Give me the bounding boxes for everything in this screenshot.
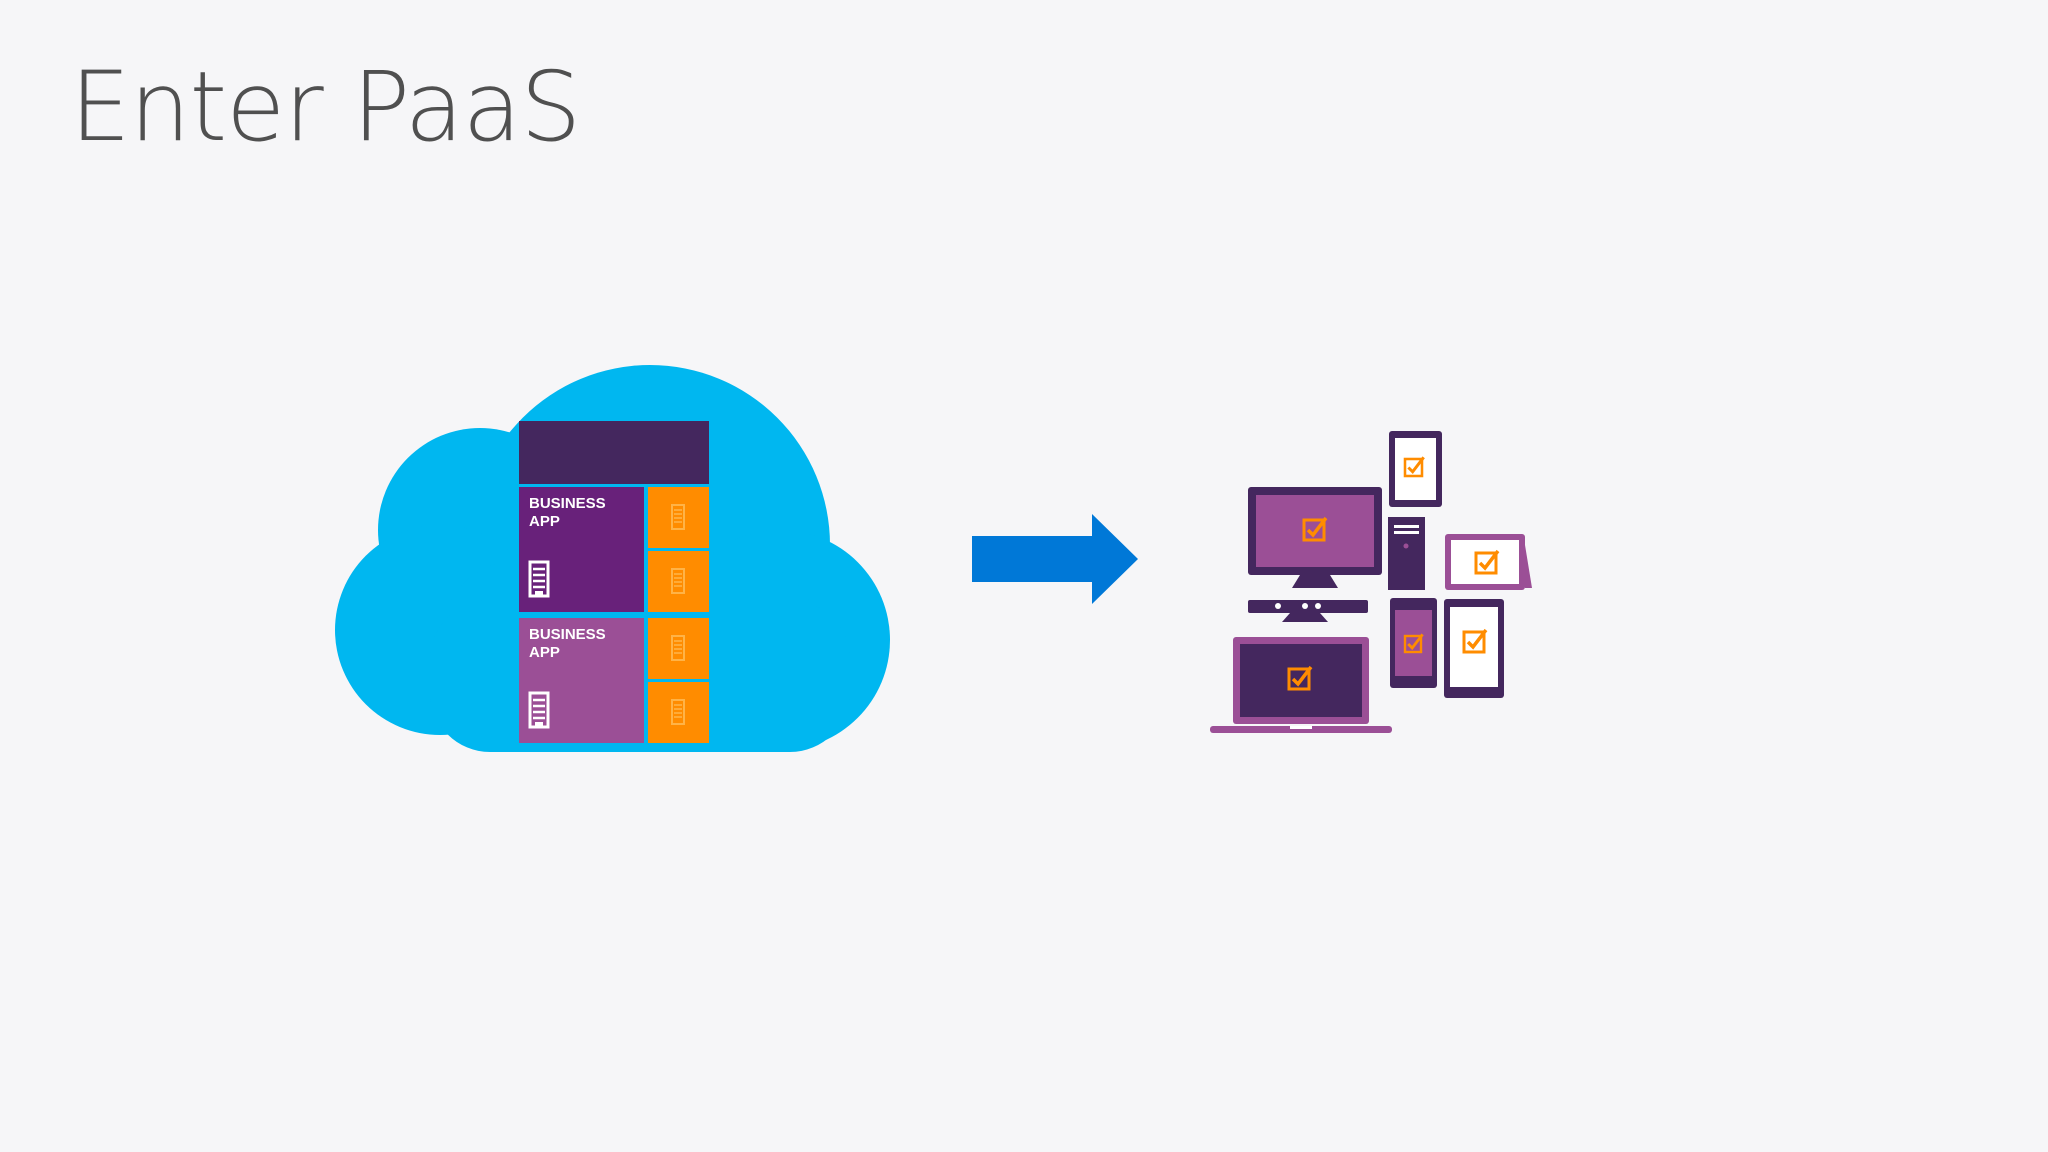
- instance-tiles: [648, 487, 709, 743]
- phone-top-icon: [1389, 431, 1442, 507]
- business-app-tile-1-line1: BUSINESS: [529, 495, 606, 512]
- arrow-right-icon: [972, 514, 1138, 604]
- phone-tall-icon: [1444, 599, 1504, 698]
- business-app-tile-1-line2: APP: [529, 513, 560, 530]
- business-app-tile-2-line2: APP: [529, 644, 560, 661]
- keyboard-bar-icon: [1248, 600, 1368, 622]
- business-app-tile-2: BUSINESS APP: [519, 618, 644, 743]
- slide-title: Enter PaaS: [70, 51, 581, 163]
- cloud-group: BUSINESS APP BUSINESS APP: [335, 365, 890, 752]
- tablet-landscape-icon: [1445, 534, 1532, 590]
- devices-group: [1210, 431, 1532, 733]
- phone-small-icon: [1390, 598, 1437, 688]
- app-stack-header: [519, 421, 709, 484]
- laptop-icon: [1210, 637, 1392, 733]
- business-app-tile-1: BUSINESS APP: [519, 487, 644, 612]
- business-app-tile-2-line1: BUSINESS: [529, 626, 606, 643]
- tower-pc-icon: [1388, 517, 1425, 590]
- desktop-monitor-icon: [1248, 487, 1382, 588]
